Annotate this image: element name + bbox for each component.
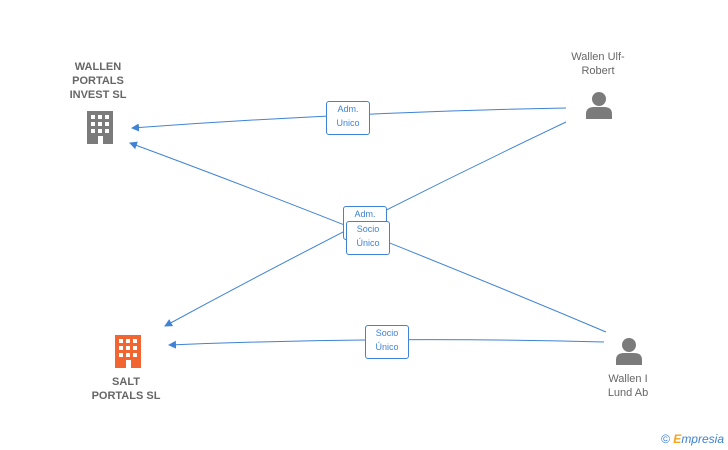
person-icon[interactable] bbox=[584, 90, 614, 125]
building-icon-svg bbox=[115, 335, 141, 368]
edge-label-adm-unico: Adm. Unico bbox=[326, 101, 370, 135]
building-icon[interactable] bbox=[112, 334, 146, 375]
person-icon-svg bbox=[616, 338, 642, 365]
person-icon[interactable] bbox=[614, 336, 644, 371]
node-label-salt-portals: SALT PORTALS SL bbox=[91, 376, 161, 402]
node-label-wallen-portals: WALLEN PORTALS INVEST SL bbox=[69, 61, 127, 101]
edge-label-socio-unico: Socio Único bbox=[365, 325, 409, 359]
edge-label-socio-unico: Socio Único bbox=[346, 221, 390, 255]
building-icon[interactable] bbox=[84, 110, 118, 151]
person-icon-svg bbox=[586, 92, 612, 119]
logo-wordmark: mpresia bbox=[681, 432, 724, 446]
logo-letter-e: E bbox=[673, 432, 682, 446]
empresia-logo[interactable]: © Empresia bbox=[661, 432, 724, 446]
node-label-wallen-lund: Wallen I Lund Ab bbox=[607, 373, 649, 399]
copyright-symbol: © bbox=[661, 432, 670, 446]
building-icon-svg bbox=[87, 111, 113, 144]
node-label-wallen-ulf: Wallen Ulf- Robert bbox=[571, 51, 625, 77]
